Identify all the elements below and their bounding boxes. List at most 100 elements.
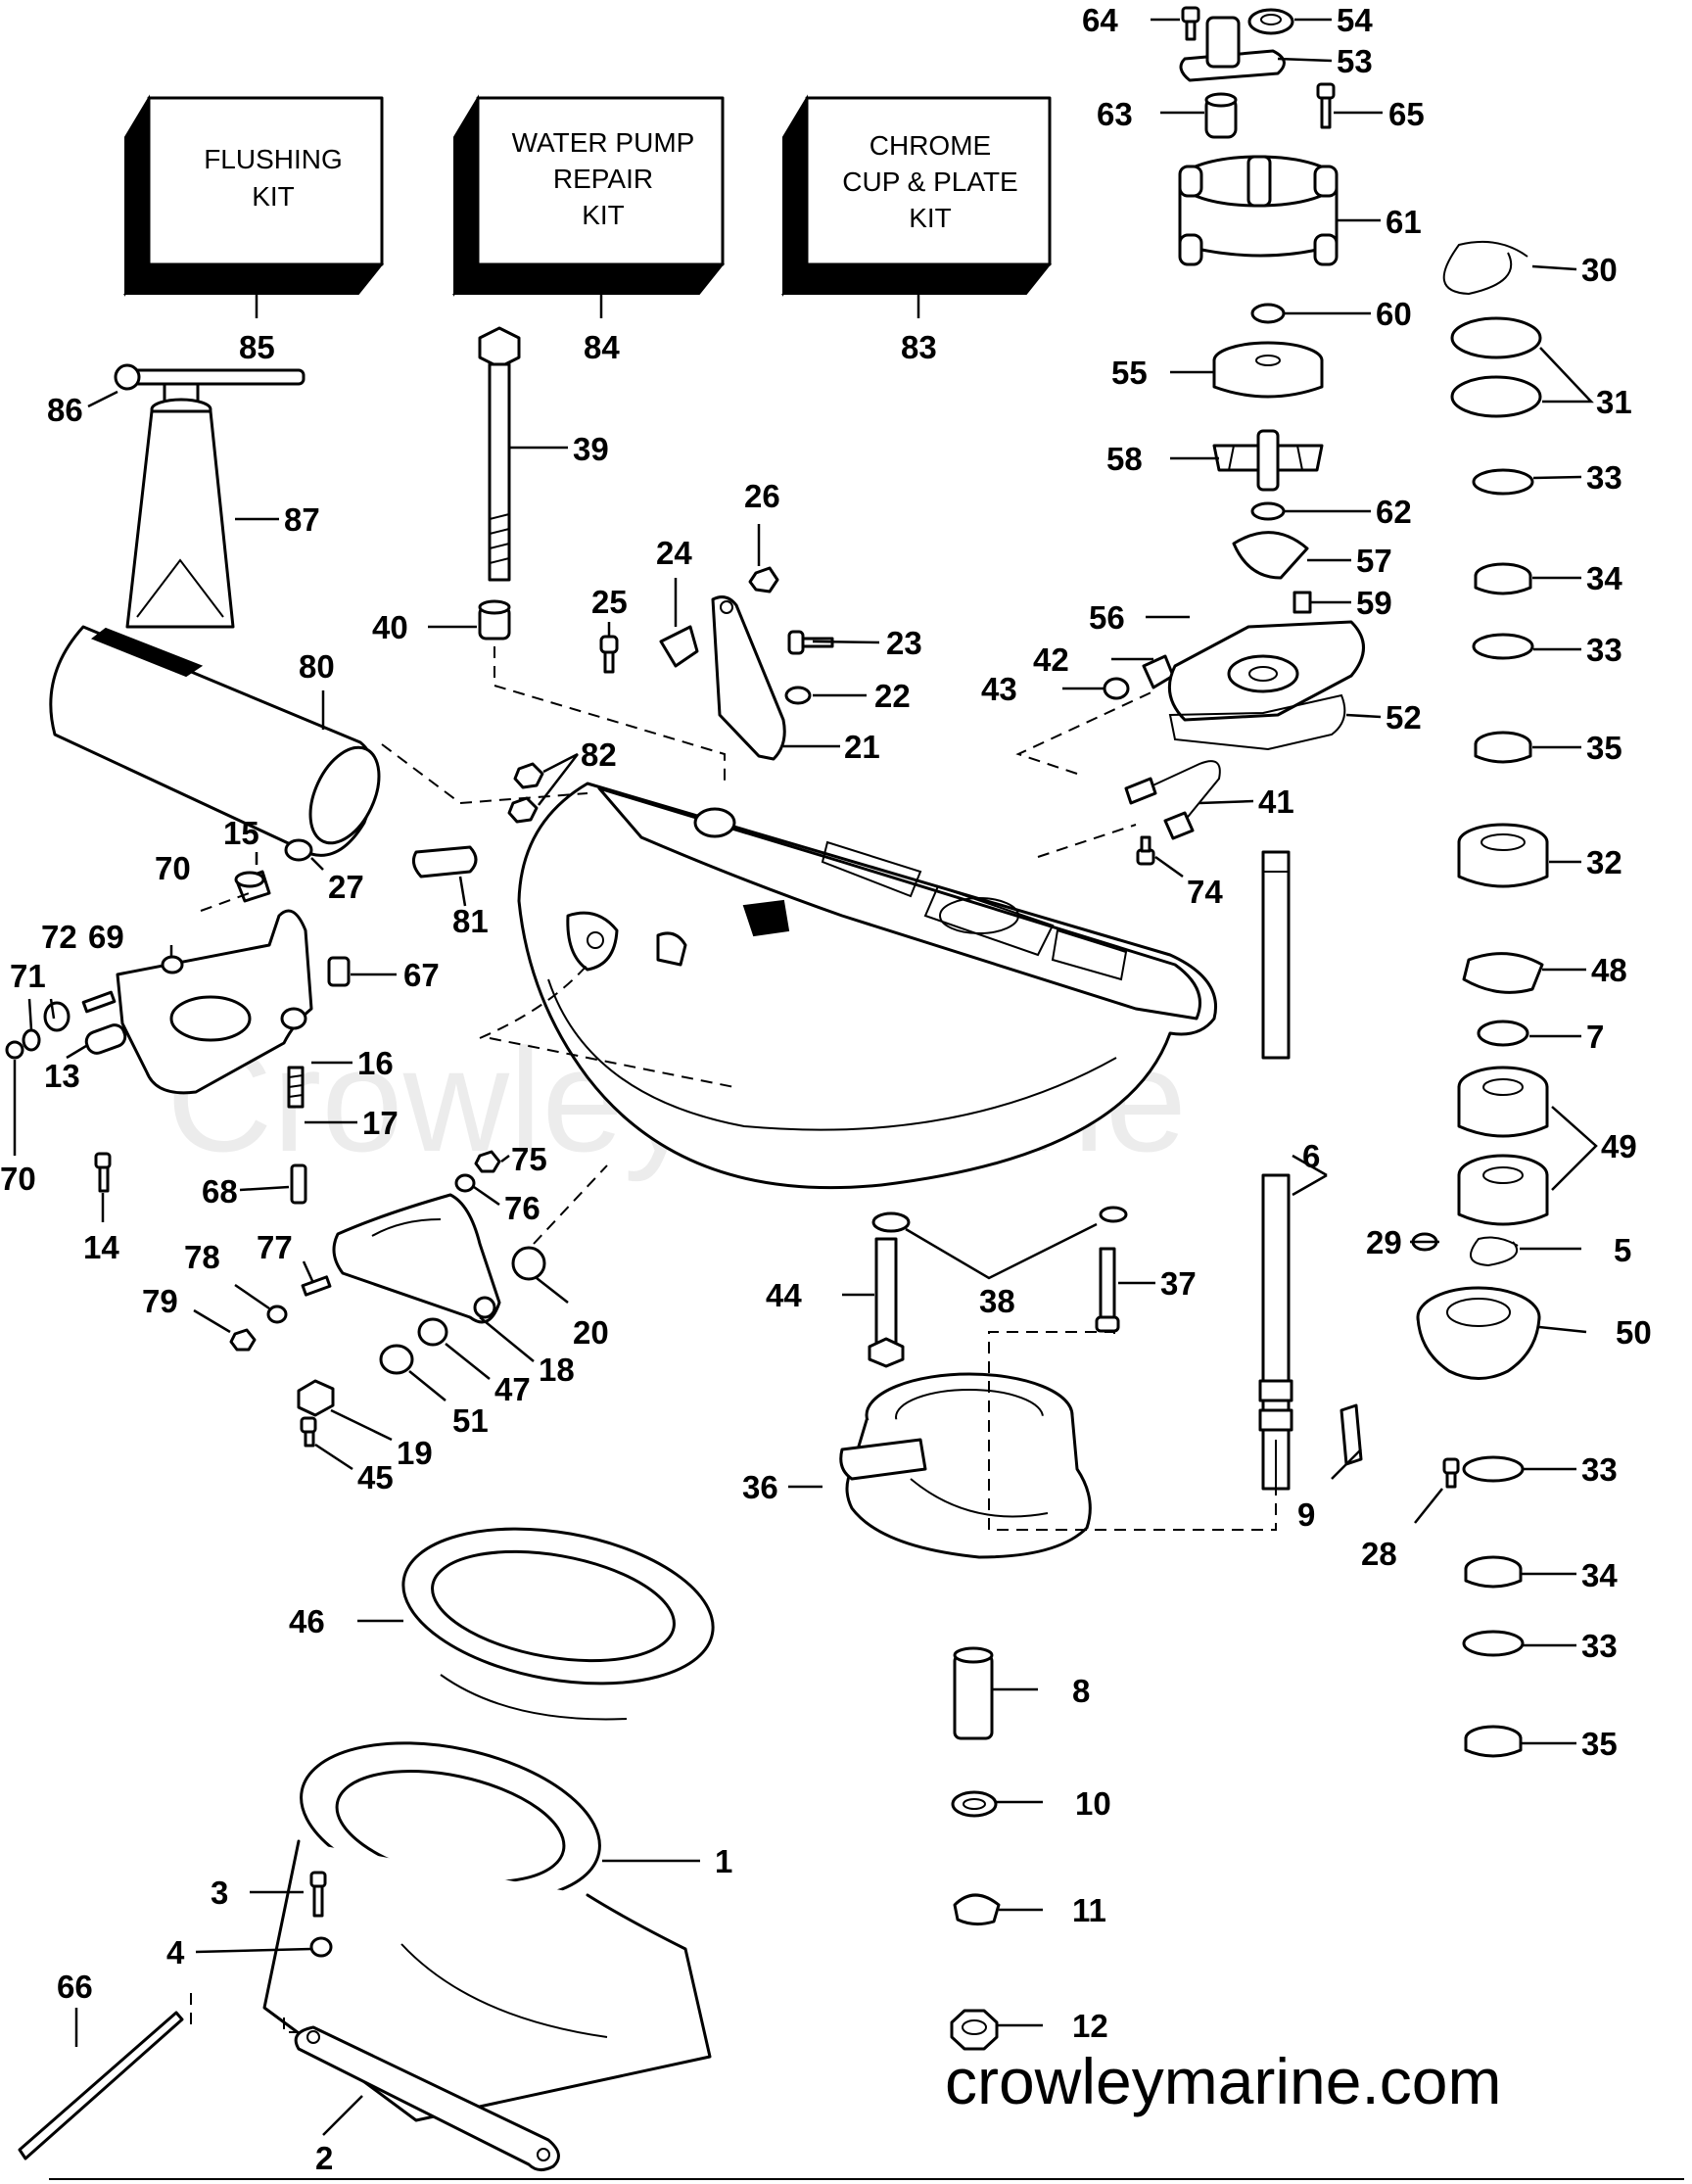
ring-33-c <box>1462 1455 1525 1483</box>
callout-62: 62 <box>1376 494 1412 530</box>
nut-26 <box>748 566 779 593</box>
callout-12: 12 <box>1072 2008 1108 2044</box>
screw-77 <box>301 1275 332 1297</box>
washer-43 <box>1103 677 1130 700</box>
callout-81: 81 <box>452 903 489 939</box>
washer-78 <box>266 1305 288 1324</box>
nut-70-b <box>5 1040 24 1060</box>
ring-33-a <box>1472 468 1534 496</box>
kit-label-line: KIT <box>252 181 295 212</box>
washer-51 <box>379 1344 414 1375</box>
callout-65: 65 <box>1388 96 1425 132</box>
kit-label-line: FLUSHING <box>204 144 343 174</box>
spacers-38 <box>871 1206 1128 1233</box>
callout-60: 60 <box>1376 296 1412 332</box>
callout-77: 77 <box>257 1229 293 1265</box>
callout-34-b: 34 <box>1581 1557 1618 1593</box>
bushing-8 <box>953 1646 994 1740</box>
callout-35-a: 35 <box>1586 730 1622 766</box>
callout-51: 51 <box>452 1402 489 1439</box>
callout-67: 67 <box>403 957 440 993</box>
bolt-44 <box>868 1237 905 1368</box>
pump-housing-61 <box>1178 155 1339 266</box>
callout-32: 32 <box>1586 844 1622 880</box>
seal-54 <box>1247 8 1294 35</box>
bearing-housing-50 <box>1416 1286 1541 1380</box>
callout-44: 44 <box>766 1277 802 1313</box>
callout-79: 79 <box>142 1283 178 1319</box>
washer-47 <box>417 1317 448 1347</box>
driveshaft-6 <box>1258 850 1293 1491</box>
callout-41: 41 <box>1258 783 1294 820</box>
washer-27 <box>284 838 313 862</box>
callout-13: 13 <box>44 1058 80 1094</box>
callout-69: 69 <box>88 919 124 955</box>
callout-45: 45 <box>357 1459 394 1496</box>
nut-4 <box>309 1936 333 1958</box>
callout-2: 2 <box>315 2140 333 2176</box>
callout-9: 9 <box>1297 1496 1315 1533</box>
fitting-15 <box>234 870 271 903</box>
callout-75: 75 <box>511 1141 547 1177</box>
callout-15: 15 <box>223 815 259 851</box>
seal-32 <box>1457 823 1549 888</box>
callout-5: 5 <box>1614 1232 1631 1268</box>
plate-18 <box>332 1193 501 1324</box>
bearing-49-a <box>1457 1066 1549 1138</box>
impeller-58 <box>1212 429 1324 492</box>
strap-2 <box>294 2025 560 2171</box>
gasket-57 <box>1232 531 1309 580</box>
website-label[interactable]: crowleymarine.com <box>945 2045 1501 2117</box>
callout-38: 38 <box>979 1283 1015 1319</box>
callout-58: 58 <box>1106 441 1143 477</box>
kit-label-line: WATER PUMP <box>512 127 695 158</box>
callout-57: 57 <box>1356 543 1392 579</box>
screw-45 <box>300 1416 317 1448</box>
screw-69 <box>81 990 117 1014</box>
pin-66 <box>18 2011 184 2160</box>
bushing-63 <box>1204 92 1238 139</box>
key-9 <box>1340 1403 1363 1466</box>
screw-14 <box>94 1152 112 1193</box>
callout-72: 72 <box>41 919 77 955</box>
snap-ring-30 <box>1442 240 1528 296</box>
fitting-74 <box>1136 835 1155 866</box>
housing-53 <box>1179 16 1286 82</box>
washer-76 <box>454 1173 476 1193</box>
bolt-64 <box>1181 6 1200 41</box>
washer-20 <box>511 1246 546 1281</box>
seal-35-b <box>1464 1725 1523 1758</box>
nut-12 <box>950 2009 999 2051</box>
ring-33-b <box>1472 633 1534 660</box>
washer-71 <box>22 1028 41 1052</box>
key-59 <box>1292 591 1312 614</box>
callout-46: 46 <box>289 1603 325 1639</box>
callout-76: 76 <box>504 1190 540 1226</box>
callout-25: 25 <box>591 584 628 620</box>
nut-19 <box>297 1379 335 1417</box>
kit-label-line: CUP & PLATE <box>842 166 1017 197</box>
gasket-52 <box>1168 693 1346 751</box>
callout-49: 49 <box>1601 1128 1637 1164</box>
hose-part-80 <box>49 625 381 857</box>
seal-34-b <box>1464 1555 1523 1589</box>
callout-68: 68 <box>202 1173 238 1210</box>
callout-4: 4 <box>166 1934 185 1970</box>
washer-72 <box>43 1001 70 1032</box>
kit-label-line: REPAIR <box>553 164 653 194</box>
callout-30: 30 <box>1581 252 1618 288</box>
callout-78: 78 <box>184 1239 220 1275</box>
callout-85: 85 <box>239 329 275 365</box>
flushing-attachment <box>114 363 306 629</box>
jet-pump-housing <box>517 782 1217 1190</box>
screw-3 <box>309 1871 327 1918</box>
callout-83: 83 <box>901 329 937 365</box>
callout-6: 6 <box>1302 1138 1320 1174</box>
callout-39: 39 <box>573 431 609 467</box>
o-rings-31 <box>1450 316 1542 418</box>
callout-26: 26 <box>744 478 780 514</box>
callout-66: 66 <box>57 1969 93 2005</box>
callout-33-a: 33 <box>1586 459 1622 496</box>
bolt-65 <box>1316 82 1336 129</box>
